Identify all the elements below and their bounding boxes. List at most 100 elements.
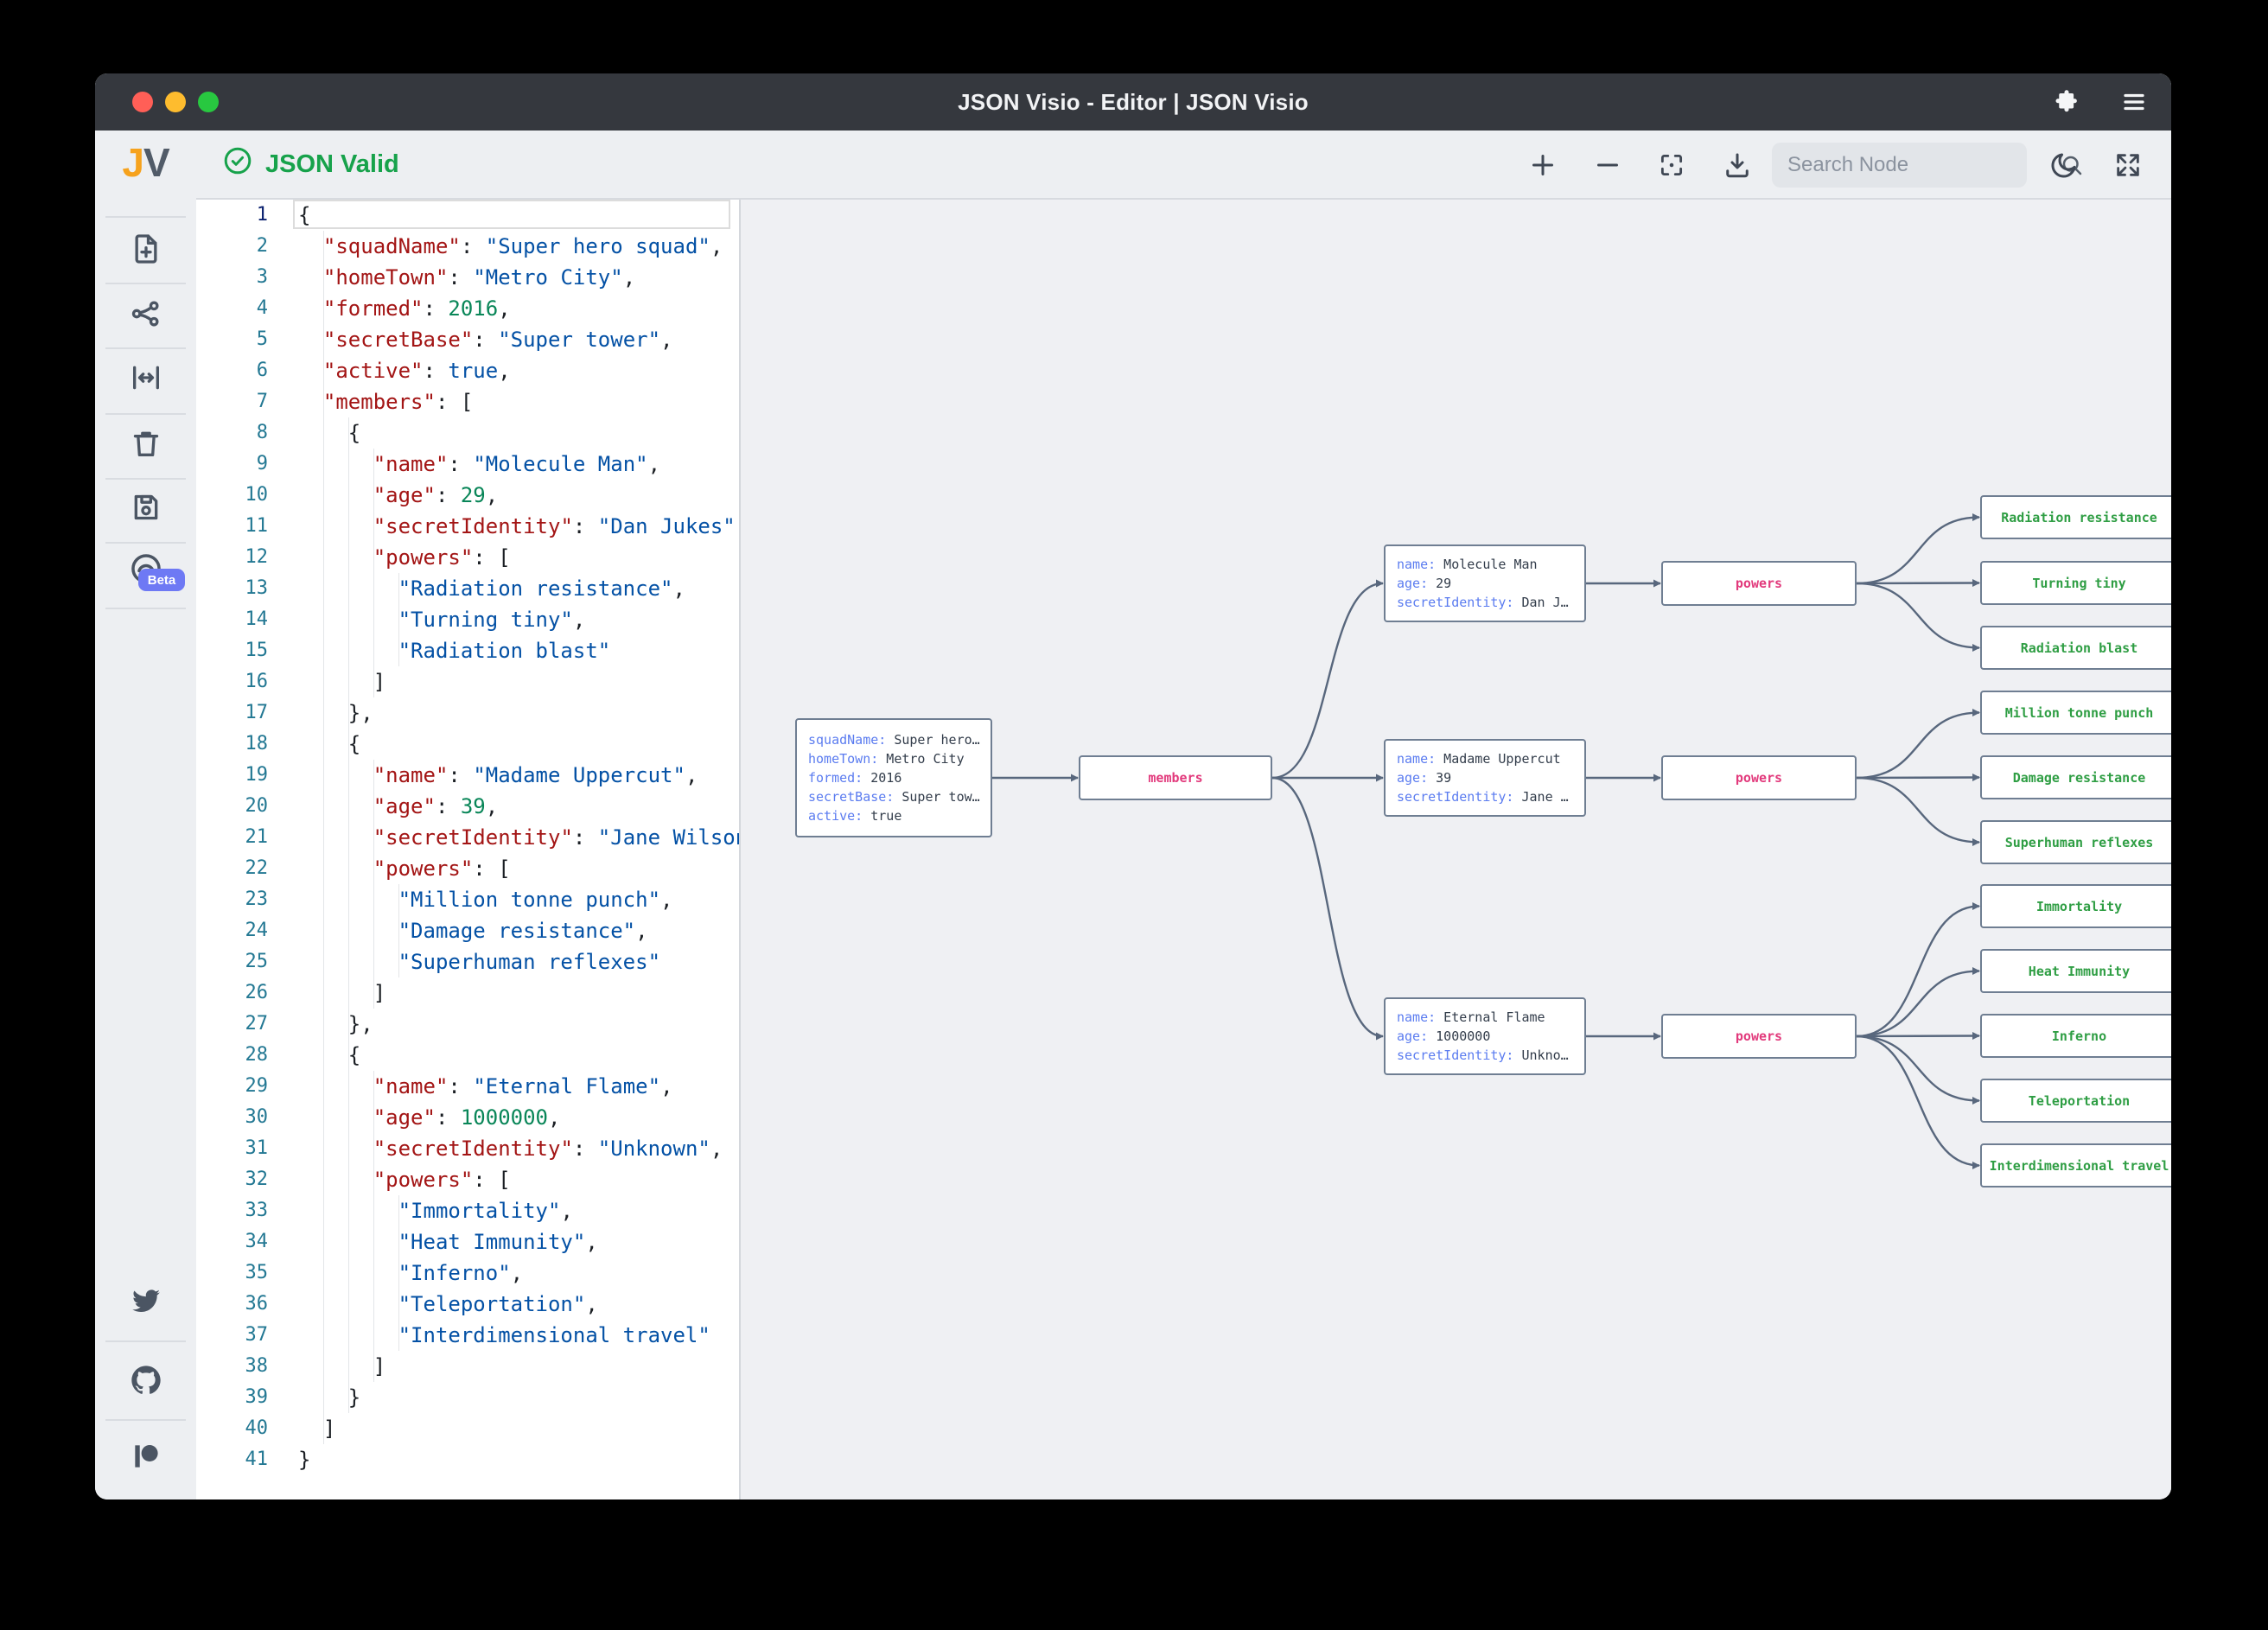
center-view-button[interactable] [1652, 145, 1691, 185]
divider [105, 347, 186, 349]
editor-line: 3 "homeTown": "Metro City", [256, 265, 636, 290]
graph-edge [1271, 579, 1384, 780]
search-node-box [1772, 143, 2082, 188]
fullscreen-button[interactable] [2108, 145, 2148, 185]
divider [105, 283, 186, 284]
graph-edge [1856, 1032, 1980, 1041]
editor-line: 19 "name": "Madame Uppercut", [245, 763, 698, 787]
app-window: JSON Visio - Editor | JSON Visio JV Beta [95, 73, 2171, 1499]
graph-node-l7[interactable]: Immortality [1980, 884, 2171, 928]
current-line-highlight [293, 200, 730, 229]
editor-line: 16 ] [245, 670, 386, 694]
divider [105, 413, 186, 415]
editor-line: 22 "powers": [ [245, 856, 511, 881]
graph-node-l10[interactable]: Teleportation [1980, 1079, 2171, 1123]
graph-node-members[interactable]: members [1079, 755, 1272, 800]
graph-node-p1[interactable]: powers [1661, 561, 1857, 606]
share-button[interactable] [95, 288, 196, 340]
graph-node-l11[interactable]: Interdimensional travel [1980, 1143, 2171, 1187]
graph-edge [1856, 513, 1980, 585]
editor-line: 38 ] [245, 1354, 386, 1378]
graph-edge [1856, 902, 1980, 1038]
graph-edges [992, 513, 1980, 1169]
save-button[interactable] [95, 481, 196, 533]
indent-guide [373, 449, 374, 697]
titlebar: JSON Visio - Editor | JSON Visio [95, 73, 2171, 131]
graph-node-l6[interactable]: Superhuman reflexes [1980, 820, 2171, 864]
indent-guide [398, 573, 399, 666]
editor-line: 27 }, [245, 1012, 373, 1036]
extension-puzzle-icon[interactable] [2054, 89, 2080, 115]
github-link[interactable] [95, 1354, 196, 1406]
editor-line: 7 "members": [ [256, 390, 474, 414]
twitter-link[interactable] [95, 1275, 196, 1327]
graph-node-l5[interactable]: Damage resistance [1980, 755, 2171, 799]
beta-badge: Beta [138, 569, 185, 591]
json-editor[interactable]: 1{ 2 "squadName": "Super hero squad", 3 "h… [196, 200, 739, 1499]
editor-line: 20 "age": 39, [245, 794, 499, 818]
search-node-input[interactable] [1772, 153, 2055, 177]
graph-node-l9[interactable]: Inferno [1980, 1014, 2171, 1058]
indent-guide [398, 884, 399, 977]
divider [105, 1340, 186, 1342]
graph-node-l4[interactable]: Million tonne punch [1980, 691, 2171, 735]
panel-resizer[interactable] [739, 200, 741, 1499]
close-button[interactable] [132, 92, 153, 112]
divider [105, 216, 186, 218]
graph-edge [1856, 579, 1980, 588]
editor-line: 1{ [256, 203, 311, 227]
graph-node-l3[interactable]: Radiation blast [1980, 626, 2171, 670]
expand-width-button[interactable] [95, 352, 196, 404]
menu-icon[interactable] [2121, 89, 2147, 115]
app-logo[interactable]: JV [122, 140, 169, 185]
graph-edge [1856, 709, 1980, 780]
graph-edge [1856, 582, 1980, 652]
minimize-button[interactable] [165, 92, 186, 112]
editor-line: 15 "Radiation blast" [245, 639, 611, 663]
zoom-out-button[interactable] [1588, 145, 1628, 185]
editor-line: 5 "secretBase": "Super tower", [256, 328, 673, 352]
editor-line: 29 "name": "Eternal Flame", [245, 1074, 673, 1098]
editor-line: 32 "powers": [ [245, 1168, 511, 1192]
graph-node-p3[interactable]: powers [1661, 1014, 1857, 1059]
graph-node-l1[interactable]: Radiation resistance [1980, 495, 2171, 539]
graph-edge [1856, 774, 1980, 782]
graph-edge [1856, 1035, 1980, 1169]
indent-guide [323, 231, 324, 1444]
graph-node-l2[interactable]: Turning tiny [1980, 561, 2171, 605]
editor-line: 40 ] [245, 1417, 336, 1441]
editor-lines: 1{ 2 "squadName": "Super hero squad", 3 "h… [196, 200, 740, 1475]
delete-button[interactable] [95, 417, 196, 469]
indent-guide [348, 417, 349, 1413]
divider [105, 608, 186, 609]
editor-line: 33 "Immortality", [245, 1199, 573, 1223]
graph-canvas[interactable]: squadName: Super hero…homeTown: Metro Ci… [741, 200, 2171, 1499]
indent-guide [373, 1071, 374, 1382]
editor-line: 4 "formed": 2016, [256, 296, 511, 321]
search-icon[interactable] [2055, 152, 2097, 178]
editor-line: 34 "Heat Immunity", [245, 1230, 598, 1254]
editor-line: 36 "Teleportation", [245, 1292, 598, 1316]
editor-line: 26 ] [245, 981, 386, 1005]
check-circle-icon [222, 145, 253, 183]
zoom-in-button[interactable] [1523, 145, 1563, 185]
editor-line: 23 "Million tonne punch", [245, 888, 673, 912]
graph-edge [1856, 967, 1980, 1038]
divider [105, 478, 186, 480]
graph-node-l8[interactable]: Heat Immunity [1980, 949, 2171, 993]
zoom-button[interactable] [198, 92, 219, 112]
window-title: JSON Visio - Editor | JSON Visio [958, 88, 1309, 115]
new-document-button[interactable] [95, 223, 196, 275]
patreon-link[interactable] [95, 1430, 196, 1482]
download-button[interactable] [1717, 145, 1757, 185]
editor-line: 6 "active": true, [256, 359, 511, 383]
graph-edge [1856, 776, 1980, 846]
editor-line: 2 "squadName": "Super hero squad", [256, 234, 723, 258]
graph-node-root[interactable]: squadName: Super hero…homeTown: Metro Ci… [795, 718, 992, 837]
graph-node-p2[interactable]: powers [1661, 755, 1857, 800]
editor-line: 14 "Turning tiny", [245, 608, 586, 632]
theme-toggle-button[interactable] [2044, 145, 2084, 185]
